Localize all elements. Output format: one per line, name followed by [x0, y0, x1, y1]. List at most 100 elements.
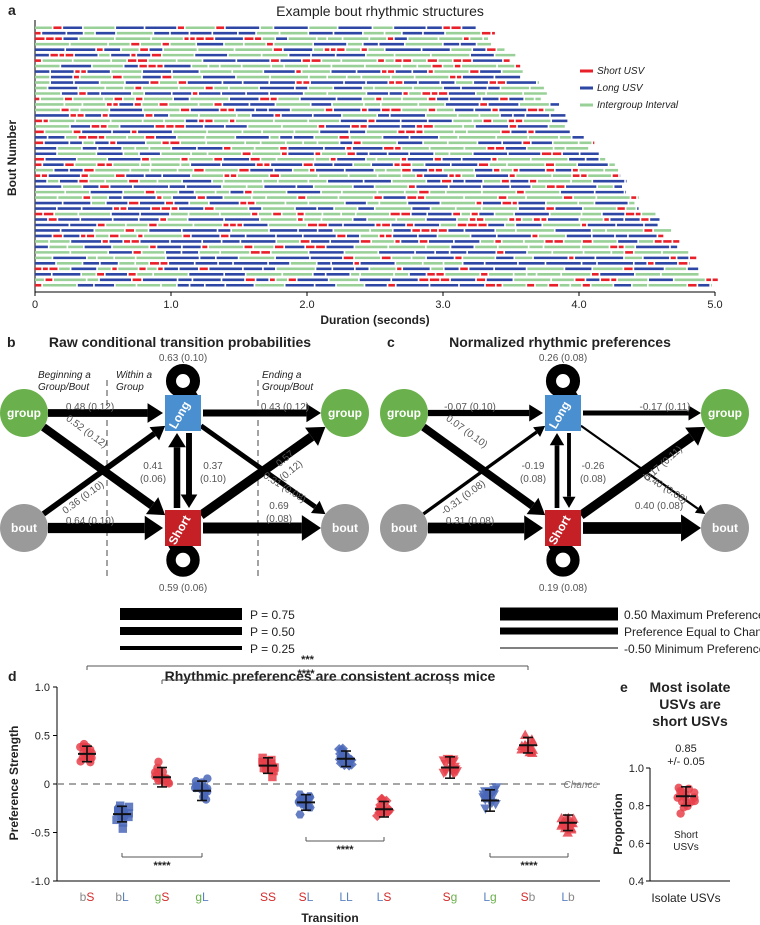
data-point [480, 804, 491, 814]
panel-a-xtick-label: 1.0 [163, 299, 178, 311]
sig-label: **** [336, 844, 354, 856]
self-loop-short [166, 543, 200, 577]
edge-group-long-head [147, 403, 163, 423]
data-point [150, 768, 160, 777]
xtick-letter: S [86, 890, 94, 904]
xtick-letter: S [299, 890, 307, 904]
edge-bout-long [41, 431, 157, 517]
data-point [158, 774, 168, 783]
data-point [158, 767, 168, 777]
label-short-long: 0.41 [143, 461, 163, 472]
panel-a-title: Example bout rhythmic structures [276, 3, 484, 19]
self-loop-short-head [547, 544, 562, 554]
panel-a-xtick-label: 2.0 [299, 299, 314, 311]
sig-label: **** [297, 668, 315, 680]
xtick-label: gL [195, 890, 209, 904]
edge-long-short-head [180, 494, 198, 508]
panel-d-ylabel: Preference Strength [7, 726, 21, 841]
data-point [676, 809, 685, 818]
edge-group-short-head [145, 497, 166, 516]
xtick-label: SL [299, 890, 314, 904]
xtick-letter: g [451, 890, 458, 904]
edge-bout-short-head [524, 515, 543, 541]
label-long-short: (0.08) [580, 474, 606, 485]
category-LS [372, 793, 395, 822]
node-long [165, 395, 201, 431]
edge-short-long-head [549, 433, 565, 446]
panel-d-xlabel: Transition [301, 911, 358, 925]
data-point [262, 764, 271, 773]
node-short [545, 510, 581, 546]
data-point [448, 757, 459, 767]
data-point [438, 756, 450, 766]
data-point [690, 788, 699, 797]
xtick-letter: L [377, 890, 384, 904]
xtick-label: LL [339, 890, 353, 904]
self-loop-long [545, 363, 581, 399]
node-short [165, 510, 201, 546]
label-bout-short: 0.64 (0.10) [66, 516, 114, 527]
node-group-label: group [387, 406, 421, 420]
self-loop-long [165, 363, 201, 399]
edge-short-bout-head [681, 514, 701, 542]
node-group [321, 389, 369, 437]
node-bout-label: bout [712, 521, 738, 535]
data-point [118, 824, 128, 833]
node-group [380, 389, 428, 437]
data-point [527, 744, 539, 754]
xtick-letter: L [202, 890, 209, 904]
label-long-group: -0.17 (0.11) [640, 402, 691, 413]
panel-d-ytick-label: 0 [44, 779, 50, 791]
category-bL [112, 801, 134, 833]
node-group [0, 389, 48, 437]
xtick-label: SS [260, 890, 276, 904]
xtick-label: bS [80, 890, 95, 904]
label-short-long: -0.19 [522, 461, 545, 472]
xtick-letter: L [307, 890, 314, 904]
category-LL [334, 743, 357, 771]
xtick-letter: L [483, 890, 490, 904]
sig-label: **** [153, 860, 171, 872]
panel-e-xlabel: Isolate USVs [651, 891, 720, 905]
edge-short-group-head [685, 426, 706, 446]
xtick-letter: L [339, 890, 346, 904]
node-bout [380, 504, 428, 552]
legend-label: P = 0.75 [250, 608, 295, 622]
label-group-long: -0.07 (0.10) [444, 402, 496, 413]
label-group-long: 0.48 (0.12) [66, 402, 114, 413]
panel-a-xtick-label: 4.0 [571, 299, 586, 311]
node-group-label: group [328, 406, 362, 420]
panel-e-ytick-label: 0.4 [629, 876, 644, 888]
chance-label: Chance [564, 780, 599, 791]
panel-letter-a: a [8, 2, 16, 18]
region-label-end: Ending a [262, 370, 302, 381]
panel-d-ytick-label: 1.0 [35, 682, 50, 694]
node-bout-label: bout [11, 521, 37, 535]
panel-e-inner-label: Short [674, 830, 698, 841]
panel-d-ytick-label: 0.5 [35, 731, 50, 743]
data-point [676, 787, 685, 796]
region-label-within: Within a [116, 370, 152, 381]
node-long [545, 395, 581, 431]
data-point [375, 799, 386, 811]
xtick-letter: S [268, 890, 276, 904]
panel-e-ytick-label: 0.6 [629, 838, 644, 850]
panel-a-raster [35, 26, 718, 287]
region-label-begin: Beginning a [38, 370, 91, 381]
panel-a-xtick-label: 3.0 [435, 299, 450, 311]
label-short-long: (0.06) [140, 474, 166, 485]
label-short-self: 0.19 (0.08) [539, 583, 587, 594]
label-bout-short: 0.31 (0.08) [446, 516, 494, 527]
xtick-letter: S [260, 890, 268, 904]
data-point [295, 810, 305, 819]
category-bS [76, 739, 96, 767]
panel-e-ytick-label: 1.0 [629, 763, 644, 775]
data-point [526, 734, 538, 744]
xtick-letter: S [161, 890, 169, 904]
xtick-letter: L [346, 890, 353, 904]
panel-a-ylabel: Bout Number [5, 120, 19, 196]
node-bout-label: bout [332, 521, 358, 535]
label-long-short: -0.26 [582, 461, 605, 472]
data-point [377, 807, 389, 818]
edge-long-bout [580, 424, 699, 510]
